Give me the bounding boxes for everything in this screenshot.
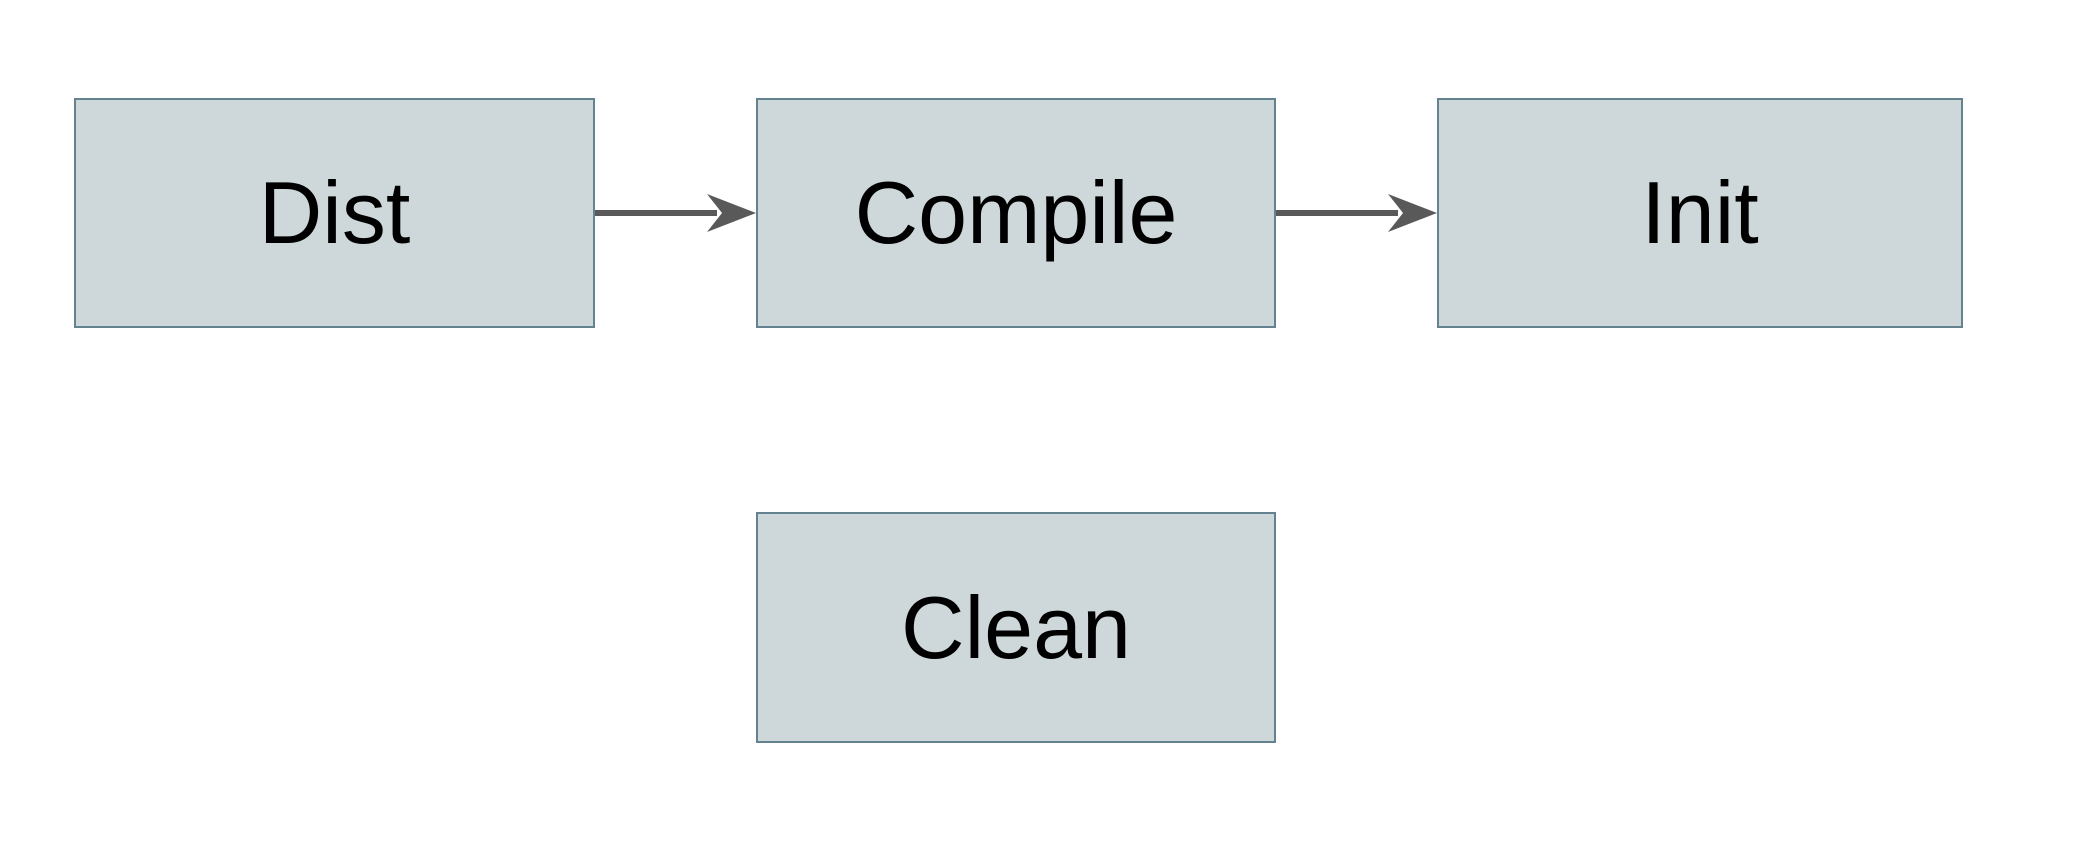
node-init-label: Init bbox=[1641, 163, 1759, 262]
node-clean: Clean bbox=[756, 512, 1276, 743]
arrow-compile-to-init bbox=[1276, 194, 1437, 232]
node-clean-label: Clean bbox=[901, 577, 1131, 677]
node-compile: Compile bbox=[756, 98, 1276, 328]
node-dist-label: Dist bbox=[258, 163, 411, 262]
node-init: Init bbox=[1437, 98, 1963, 328]
node-compile-label: Compile bbox=[854, 163, 1178, 262]
arrow-dist-to-compile bbox=[595, 194, 756, 232]
node-dist: Dist bbox=[74, 98, 595, 328]
